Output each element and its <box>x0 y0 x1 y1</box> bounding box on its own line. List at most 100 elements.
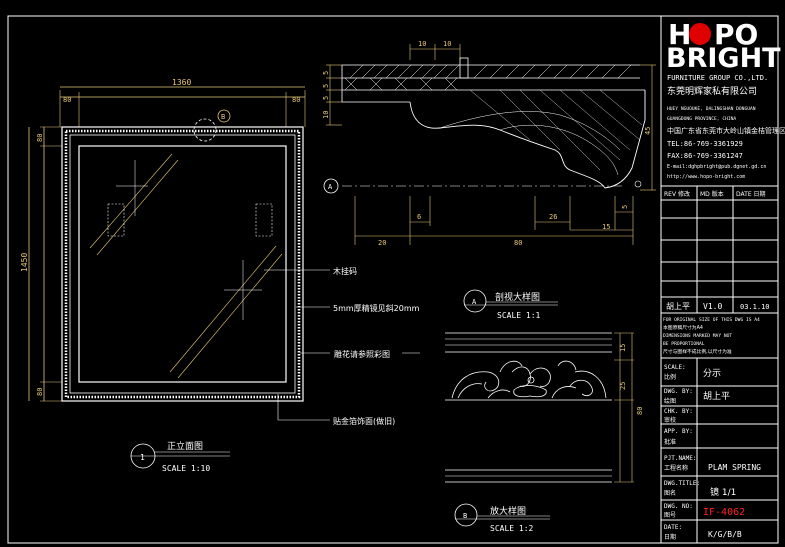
company-address-cn: 中国广东省东莞市大岭山镇金桔管理区 <box>667 126 785 135</box>
tb-chkby-en: CHK. BY: <box>664 408 693 415</box>
detail-dim-25: 25 <box>619 382 627 390</box>
dim-top-1: 10 <box>418 40 426 48</box>
tb-title-en: DWG.TITLE: <box>664 480 700 487</box>
caption-enlarged-title: 放大样图 <box>490 505 526 517</box>
caption-section-title: 剖视大样图 <box>495 291 540 303</box>
caption-section: A 剖视大样图 SCALE 1:1 <box>463 289 558 320</box>
tb-title-cn: 图名 <box>664 489 676 497</box>
frame-inner-lip <box>69 134 296 394</box>
rev-author: 胡上平 <box>666 301 690 311</box>
dim-bottom-15: 15 <box>602 223 610 231</box>
logo-bright: BRIGHT <box>666 43 781 74</box>
dim-left-margin: 80 <box>63 96 71 104</box>
company-name-cn: 东莞明辉家私有限公司 <box>667 85 757 97</box>
tb-dwgno-value: IF-4062 <box>703 507 745 518</box>
company-address-2: GUANGDONG PROVINCE, CHINA <box>667 116 736 122</box>
note-1: FOR ORIGINAL SIZE OF THIS DWG IS A4 <box>663 317 760 323</box>
note-2: 本图原稿尺寸为A4 <box>663 324 703 331</box>
dim-right-margin: 80 <box>292 96 300 104</box>
tb-pjt-value: PLAM SPRING <box>708 463 761 472</box>
section-marker-a-label: A <box>328 183 333 191</box>
dim-bottom-26: 26 <box>549 213 557 221</box>
profile-outline <box>409 90 646 189</box>
tb-dwgno-en: DWG. NO: <box>664 503 693 510</box>
tb-scale-cn: 比例 <box>664 373 676 381</box>
caption-front-number: 1 <box>140 453 145 462</box>
hanger-left <box>107 203 125 237</box>
note-5: 尺寸与图样不成比例,以尺寸为准 <box>663 348 732 355</box>
rev-version: V1.0 <box>703 302 722 311</box>
tb-pjt-cn: 工程名称 <box>664 464 688 472</box>
label-mirror-glass: 5mm厚精镜见斜20mm <box>333 303 420 313</box>
rev-date: 03.1.10 <box>740 303 770 311</box>
tb-title-value: 镜 1/1 <box>710 486 736 498</box>
dim-right-45: 45 <box>644 127 652 135</box>
dim-width: 1360 <box>172 78 191 87</box>
caption-enlarged-scale: SCALE 1:2 <box>490 524 534 533</box>
tb-appby-cn: 批准 <box>664 438 676 446</box>
dim-height: 1450 <box>20 253 29 272</box>
logo-red-dot <box>689 23 711 45</box>
dim-bottom-6: 6 <box>417 213 421 221</box>
rev-header-date: DATE 日期 <box>736 190 766 198</box>
tb-dwgby-cn: 绘图 <box>664 397 676 405</box>
tb-chkby-cn: 审校 <box>664 416 676 424</box>
dim-top-2: 10 <box>443 40 451 48</box>
caption-front-scale: SCALE 1:10 <box>162 464 210 473</box>
caption-section-letter: A <box>472 298 477 306</box>
caption-enlarged-letter: B <box>463 512 467 520</box>
carving-ornament <box>451 360 607 399</box>
logo-h: H <box>668 18 691 51</box>
title-block-rows: SCALE: 比例 分示 DWG. BY: 绘图 胡上平 CHK. BY: 审校… <box>661 358 778 543</box>
note-4: BE PROPORTIONAL <box>663 341 705 347</box>
dim-left-1: 5 <box>322 71 330 75</box>
mirror-glass <box>78 145 287 383</box>
tb-appby-en: APP. BY: <box>664 428 693 435</box>
dim-overall-20: 20 <box>378 239 386 247</box>
note-3: DIMENSIONS MARKED MAY NOT <box>663 333 732 339</box>
hanger-right <box>255 203 273 237</box>
rev-header-md: MD 版本 <box>700 190 724 198</box>
label-wood-hanger: 木挂码 <box>333 266 357 276</box>
caption-front: 1 正立面图 SCALE 1:10 <box>130 440 230 473</box>
company-email: E-mail:dghpbright@pub.dgnet.gd.cn <box>667 164 766 170</box>
company-tel: TEL:86-769-3361929 <box>667 140 743 148</box>
detail-dim-15: 15 <box>619 344 627 352</box>
caption-enlarged: B 放大样图 SCALE 1:2 <box>454 503 550 533</box>
tb-dwgby-value: 胡上平 <box>703 390 730 402</box>
logo-po: PO <box>714 18 758 51</box>
dim-left-3: 5 <box>322 96 330 100</box>
callout-b-zone <box>193 118 217 142</box>
company-fax: FAX:86-769-3361247 <box>667 152 743 160</box>
company-name-en: FURNITURE GROUP CO.,LTD. <box>667 74 768 82</box>
tb-dwgby-en: DWG. BY: <box>664 388 693 395</box>
tb-dwgno-cn: 图号 <box>664 512 676 519</box>
label-gilding: 贴金箔饰面(做旧) <box>333 416 395 426</box>
tb-scale-en: SCALE: <box>664 364 686 371</box>
tb-scale-value: 分示 <box>703 368 721 379</box>
tb-date-value: K/G/B/B <box>708 530 742 539</box>
company-address-1: HUEY NGUOUKE, DALINGSHAN DONGUAN <box>667 106 756 112</box>
dim-left-2: 5 <box>322 84 330 88</box>
title-block: H PO BRIGHT FURNITURE GROUP CO.,LTD. 东莞明… <box>660 16 785 543</box>
dim-overall-80: 80 <box>514 239 522 247</box>
tb-date-en: DATE: <box>664 524 682 531</box>
dim-left-4: 10 <box>322 111 330 119</box>
callout-b-bubble <box>217 109 231 123</box>
section-marker-a <box>323 178 339 194</box>
front-elevation: 1360 80 80 1450 80 80 B <box>20 78 420 426</box>
dim-top-margin: 80 <box>36 134 44 142</box>
rev-header-rev: REV 修改 <box>664 190 690 198</box>
caption-front-title: 正立面图 <box>167 440 203 452</box>
frame-carving <box>64 129 301 399</box>
section-detail-a: 10 10 5 5 5 10 <box>322 40 656 247</box>
frame-outer <box>61 126 304 402</box>
tb-date-cn: 日期 <box>664 533 676 541</box>
dim-bottom-margin: 80 <box>36 388 44 396</box>
callout-b-label: B <box>221 113 225 121</box>
company-web: http://www.hopo-bright.com <box>667 174 745 180</box>
detail-dim-80: 80 <box>636 407 644 415</box>
detail-b: 15 25 80 <box>445 332 644 483</box>
